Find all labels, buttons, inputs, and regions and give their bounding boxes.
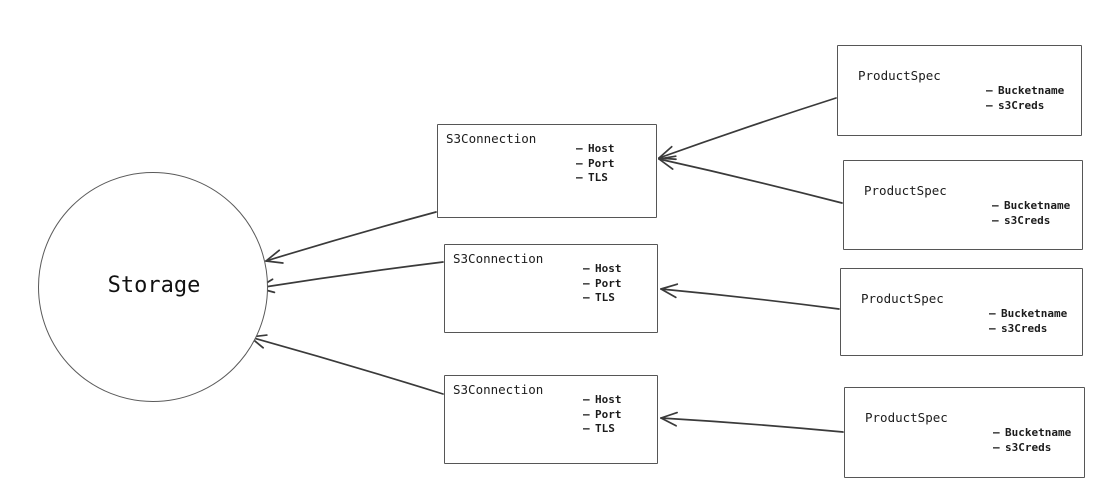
attribute-label: Port bbox=[588, 156, 615, 170]
attribute-dash-icon: – bbox=[576, 142, 583, 155]
edge-spec4-to-connection3 bbox=[660, 411, 844, 433]
edge-spec1-to-connection1 bbox=[658, 97, 837, 161]
node-s3connection-3-title: S3Connection bbox=[453, 382, 544, 397]
edge-connection3-to-storage bbox=[249, 334, 444, 395]
edge-spec2-to-connection1 bbox=[658, 155, 843, 204]
node-productspec-3[interactable]: ProductSpec –Bucketname–s3Creds bbox=[840, 268, 1083, 356]
node-productspec-2[interactable]: ProductSpec –Bucketname–s3Creds bbox=[843, 160, 1083, 250]
arrowhead-barb bbox=[658, 157, 677, 161]
arrowhead-barb bbox=[265, 249, 281, 262]
attribute-item: –Port bbox=[576, 157, 615, 172]
attribute-label: Bucketname bbox=[1001, 307, 1068, 320]
attribute-item: –TLS bbox=[583, 422, 622, 437]
attribute-item: –Port bbox=[583, 408, 622, 423]
attribute-label: Bucketname bbox=[998, 84, 1065, 97]
attribute-item: –s3Creds bbox=[993, 441, 1071, 456]
attribute-label: Port bbox=[595, 407, 622, 421]
node-s3connection-1-title: S3Connection bbox=[446, 131, 537, 146]
attribute-label: Host bbox=[588, 142, 615, 155]
arrowhead-barb bbox=[660, 288, 677, 299]
attribute-item: –Host bbox=[583, 262, 622, 277]
attribute-label: Host bbox=[595, 262, 622, 275]
node-s3connection-3[interactable]: S3Connection –Host–Port–TLS bbox=[444, 375, 658, 464]
attribute-dash-icon: – bbox=[992, 213, 999, 227]
attribute-item: –Port bbox=[583, 277, 622, 292]
attribute-label: TLS bbox=[588, 171, 608, 184]
node-s3connection-2-attributes: –Host–Port–TLS bbox=[583, 262, 622, 306]
attribute-item: –Bucketname bbox=[989, 307, 1067, 322]
node-s3connection-1-attributes: –Host–Port–TLS bbox=[576, 142, 615, 186]
attribute-item: –TLS bbox=[576, 171, 615, 186]
edge-spec3-to-connection2 bbox=[660, 283, 840, 310]
arrowhead-barb bbox=[658, 145, 673, 159]
attribute-label: Bucketname bbox=[1004, 199, 1071, 212]
node-productspec-1-title: ProductSpec bbox=[858, 68, 941, 83]
attribute-dash-icon: – bbox=[989, 307, 996, 320]
node-productspec-4-attributes: –Bucketname–s3Creds bbox=[993, 426, 1071, 455]
attribute-label: s3Creds bbox=[1005, 440, 1052, 454]
node-productspec-2-title: ProductSpec bbox=[864, 183, 947, 198]
attribute-dash-icon: – bbox=[583, 291, 590, 304]
attribute-item: –TLS bbox=[583, 291, 622, 306]
arrowhead-barb bbox=[658, 158, 674, 170]
attribute-label: s3Creds bbox=[1004, 213, 1051, 227]
attribute-dash-icon: – bbox=[986, 84, 993, 97]
edge-connection2-to-storage bbox=[257, 261, 444, 294]
edge-connection1-to-storage bbox=[265, 211, 437, 264]
node-productspec-4[interactable]: ProductSpec –Bucketname–s3Creds bbox=[844, 387, 1085, 478]
attribute-dash-icon: – bbox=[992, 199, 999, 212]
arrowhead-barb bbox=[658, 155, 677, 160]
node-productspec-1-attributes: –Bucketname–s3Creds bbox=[986, 84, 1064, 113]
attribute-dash-icon: – bbox=[986, 98, 993, 112]
node-productspec-3-attributes: –Bucketname–s3Creds bbox=[989, 307, 1067, 336]
node-productspec-3-title: ProductSpec bbox=[861, 291, 944, 306]
attribute-item: –Host bbox=[576, 142, 615, 157]
node-productspec-1[interactable]: ProductSpec –Bucketname–s3Creds bbox=[837, 45, 1082, 136]
attribute-dash-icon: – bbox=[993, 440, 1000, 454]
attribute-item: –Bucketname bbox=[993, 426, 1071, 441]
node-s3connection-2[interactable]: S3Connection –Host–Port–TLS bbox=[444, 244, 658, 333]
attribute-item: –Host bbox=[583, 393, 622, 408]
attribute-dash-icon: – bbox=[576, 171, 583, 184]
attribute-item: –s3Creds bbox=[986, 99, 1064, 114]
node-storage-label: Storage bbox=[107, 273, 201, 298]
attribute-label: TLS bbox=[595, 422, 615, 435]
attribute-dash-icon: – bbox=[989, 321, 996, 335]
attribute-dash-icon: – bbox=[576, 156, 583, 170]
attribute-label: s3Creds bbox=[998, 98, 1045, 112]
arrowhead-barb bbox=[265, 260, 284, 264]
node-productspec-2-attributes: –Bucketname–s3Creds bbox=[992, 199, 1070, 228]
attribute-item: –Bucketname bbox=[992, 199, 1070, 214]
attribute-label: Bucketname bbox=[1005, 426, 1072, 439]
arrowhead-barb bbox=[660, 411, 678, 419]
node-productspec-4-title: ProductSpec bbox=[865, 410, 948, 425]
attribute-label: Host bbox=[595, 393, 622, 406]
attribute-label: Port bbox=[595, 276, 622, 290]
attribute-dash-icon: – bbox=[583, 407, 590, 421]
attribute-dash-icon: – bbox=[583, 422, 590, 435]
attribute-label: TLS bbox=[595, 291, 615, 304]
node-s3connection-3-attributes: –Host–Port–TLS bbox=[583, 393, 622, 437]
attribute-item: –Bucketname bbox=[986, 84, 1064, 99]
arrowhead-barb bbox=[660, 417, 677, 427]
node-s3connection-1[interactable]: S3Connection –Host–Port–TLS bbox=[437, 124, 657, 218]
attribute-item: –s3Creds bbox=[989, 322, 1067, 337]
arrowhead-barb bbox=[660, 283, 679, 290]
attribute-item: –s3Creds bbox=[992, 214, 1070, 229]
attribute-dash-icon: – bbox=[993, 426, 1000, 439]
attribute-dash-icon: – bbox=[583, 262, 590, 275]
attribute-label: s3Creds bbox=[1001, 321, 1048, 335]
node-s3connection-2-title: S3Connection bbox=[453, 251, 544, 266]
attribute-dash-icon: – bbox=[583, 393, 590, 406]
node-storage[interactable]: Storage bbox=[38, 172, 268, 402]
attribute-dash-icon: – bbox=[583, 276, 590, 290]
